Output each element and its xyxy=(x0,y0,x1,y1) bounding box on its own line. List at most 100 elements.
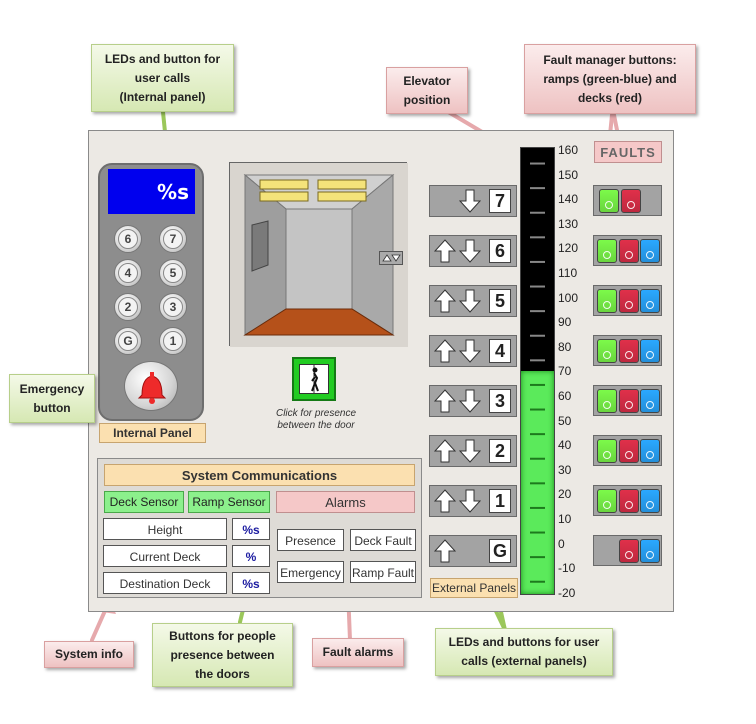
ramp-sensor-indicator: Ramp Sensor xyxy=(188,491,270,513)
ramp-fault-button-lower[interactable] xyxy=(597,439,617,463)
shaft-tick-label: 60 xyxy=(558,389,572,403)
internal-button-g[interactable]: G xyxy=(114,327,142,355)
floor-number-label: 1 xyxy=(489,489,511,513)
fault-panel-floor-g xyxy=(593,535,662,566)
ramp-fault-button-lower[interactable] xyxy=(597,339,617,363)
fault-panel-floor-1 xyxy=(593,485,662,516)
call-up-button-floor-5[interactable] xyxy=(433,288,457,314)
floor-number-label: 6 xyxy=(489,239,511,263)
deck-fault-button[interactable] xyxy=(619,289,639,313)
call-down-button-floor-1[interactable] xyxy=(458,488,482,514)
call-down-button-floor-7[interactable] xyxy=(458,188,482,214)
presence-alarm: Presence xyxy=(277,529,344,551)
callout-elevator-position: Elevator position xyxy=(386,67,468,114)
shaft-tick-label: 90 xyxy=(558,315,572,330)
presence-door-button[interactable] xyxy=(292,357,336,401)
ramp-fault-button-upper[interactable] xyxy=(640,439,660,463)
shaft-tick-label: 40 xyxy=(558,438,572,453)
ramp-fault-button-lower[interactable] xyxy=(597,389,617,413)
external-panels-label: External Panels xyxy=(430,578,518,598)
ramp-fault-button-upper[interactable] xyxy=(640,489,660,513)
call-up-button-floor-1[interactable] xyxy=(433,488,457,514)
floor-number-label: 7 xyxy=(489,189,511,213)
call-down-button-floor-2[interactable] xyxy=(458,438,482,464)
system-communications-title: System Communications xyxy=(104,464,415,486)
floor-number-label: 3 xyxy=(489,389,511,413)
external-panel-floor-7: 7 xyxy=(429,185,517,217)
ramp-fault-button-lower[interactable] xyxy=(597,239,617,263)
cabin-interior xyxy=(230,163,408,347)
shaft-tick-label: 130 xyxy=(558,216,579,231)
shaft-tick-label: -10 xyxy=(558,561,576,576)
callout-presence-buttons: Buttons for people presence between the … xyxy=(152,623,293,687)
callout-external-user-calls: LEDs and buttons for user calls (externa… xyxy=(435,628,613,676)
floor-number-label: G xyxy=(489,539,511,563)
internal-button-5[interactable]: 5 xyxy=(159,259,187,287)
height-label: Height xyxy=(103,518,227,540)
shaft-tick-label: 160 xyxy=(558,143,579,157)
internal-button-4[interactable]: 4 xyxy=(114,259,142,287)
ramp-fault-button-upper[interactable] xyxy=(640,239,660,263)
deck-fault-button[interactable] xyxy=(621,189,641,213)
floor-number-label: 4 xyxy=(489,339,511,363)
call-down-button-floor-5[interactable] xyxy=(458,288,482,314)
elevator-cabin-view xyxy=(229,162,408,347)
deck-fault-button[interactable] xyxy=(619,339,639,363)
deck-fault-button[interactable] xyxy=(619,539,639,563)
internal-button-2[interactable]: 2 xyxy=(114,293,142,321)
deck-fault-button[interactable] xyxy=(619,239,639,263)
current-deck-label: Current Deck xyxy=(103,545,227,567)
callout-system-info: System info xyxy=(44,641,134,668)
internal-button-6[interactable]: 6 xyxy=(114,225,142,253)
ramp-fault-button-lower[interactable] xyxy=(597,489,617,513)
callout-fault-alarms: Fault alarms xyxy=(312,638,404,667)
call-down-button-floor-4[interactable] xyxy=(458,338,482,364)
ramp-fault-button-upper[interactable] xyxy=(640,339,660,363)
shaft-tick-label: -20 xyxy=(558,585,576,600)
fault-panel-floor-4 xyxy=(593,335,662,366)
callout-internal-user-calls: LEDs and button for user calls (Internal… xyxy=(91,44,234,112)
shaft-tick-marks xyxy=(530,162,545,583)
fault-panel-floor-3 xyxy=(593,385,662,416)
fault-panel-floor-2 xyxy=(593,435,662,466)
ramp-fault-button-lower[interactable] xyxy=(597,289,617,313)
floor-number-label: 5 xyxy=(489,289,511,313)
call-up-button-floor-3[interactable] xyxy=(433,388,457,414)
ramp-fault-button-upper[interactable] xyxy=(640,539,660,563)
emergency-button[interactable] xyxy=(124,361,178,411)
external-panel-floor-4: 4 xyxy=(429,335,517,367)
faults-header: FAULTS xyxy=(594,141,662,163)
call-down-button-floor-6[interactable] xyxy=(458,238,482,264)
external-panel-floor-6: 6 xyxy=(429,235,517,267)
call-up-button-floor-4[interactable] xyxy=(433,338,457,364)
ramp-fault-button-upper[interactable] xyxy=(640,289,660,313)
deck-sensor-indicator: Deck Sensor xyxy=(104,491,184,513)
deck-fault-button[interactable] xyxy=(619,439,639,463)
call-down-button-floor-3[interactable] xyxy=(458,388,482,414)
shaft-tick-label: 110 xyxy=(558,266,578,280)
shaft-tick-label: 70 xyxy=(558,364,572,379)
shaft-tick-label: 30 xyxy=(558,462,572,477)
ramp-fault-button-lower[interactable] xyxy=(599,189,619,213)
callout-emergency-button: Emergency button xyxy=(9,374,95,423)
internal-button-1[interactable]: 1 xyxy=(159,327,187,355)
shaft-tick-label: 150 xyxy=(558,167,579,182)
alarms-header: Alarms xyxy=(276,491,415,513)
call-up-button-floor-g[interactable] xyxy=(433,538,457,564)
call-up-button-floor-6[interactable] xyxy=(433,238,457,264)
cabin-external-call-indicator xyxy=(379,251,403,265)
deck-fault-button[interactable] xyxy=(619,389,639,413)
external-panel-floor-5: 5 xyxy=(429,285,517,317)
external-panel-floor-2: 2 xyxy=(429,435,517,467)
shaft-tick-label: 120 xyxy=(558,241,579,256)
internal-button-3[interactable]: 3 xyxy=(159,293,187,321)
call-up-button-floor-2[interactable] xyxy=(433,438,457,464)
ramp-fault-button-upper[interactable] xyxy=(640,389,660,413)
shaft-tick-label: 10 xyxy=(558,512,572,526)
shaft-tick-label: 50 xyxy=(558,413,572,428)
person-between-doors-icon xyxy=(299,364,329,394)
deck-fault-button[interactable] xyxy=(619,489,639,513)
external-panel-floor-g: G xyxy=(429,535,517,567)
internal-button-7[interactable]: 7 xyxy=(159,225,187,253)
shaft-tick-label: 20 xyxy=(558,487,572,502)
